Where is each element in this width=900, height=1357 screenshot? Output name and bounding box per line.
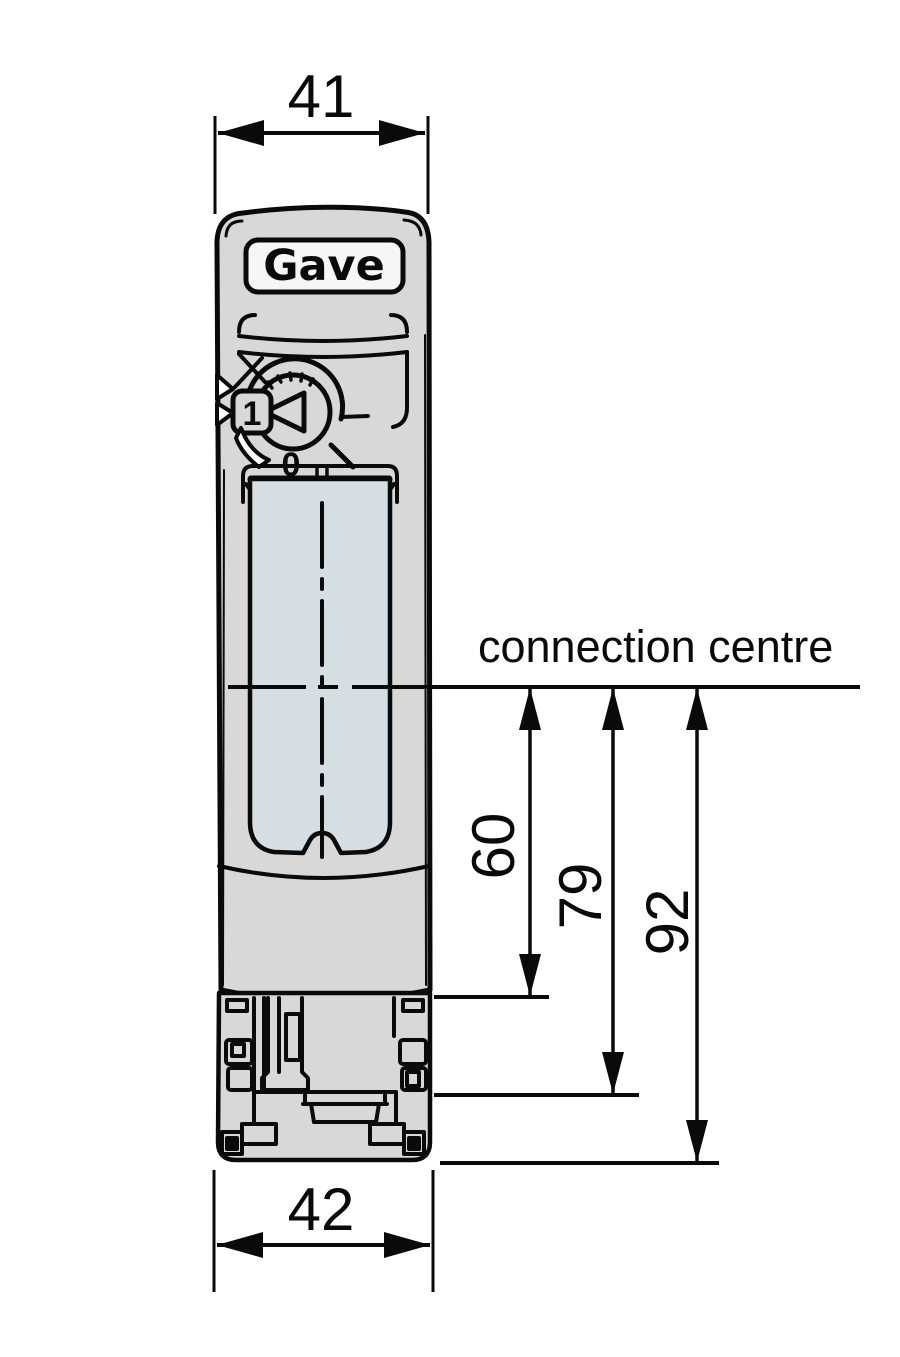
din-clip-right-inner (405, 1070, 421, 1088)
dial-diag-tick (328, 442, 356, 470)
dial-position-1-label: 1 (243, 395, 262, 433)
dial-upper-diag (233, 356, 264, 389)
din-notch-left (225, 998, 249, 1013)
dim-92-label: 92 (634, 889, 701, 956)
latch-chevron-upper (215, 373, 235, 401)
corner-mark-left (224, 219, 244, 238)
brand-logo-label: Gave (263, 241, 385, 291)
ridge-corner-left (237, 313, 257, 334)
arrowhead-79-up (602, 688, 624, 730)
din-clip-left-upper (224, 1038, 254, 1066)
din-clip-left-inner (230, 1042, 246, 1058)
dim-79-label: 79 (547, 863, 614, 930)
connection-centre-group: connection centre (228, 621, 860, 689)
arrowhead-42-left (217, 1232, 263, 1258)
connection-centre-label: connection centre (478, 621, 833, 672)
dial-knurl-ticks (266, 371, 315, 390)
arrowhead-41-right (379, 120, 425, 146)
din-center-slot (301, 1092, 389, 1124)
inner-wall-right (424, 334, 427, 986)
din-clip-right-upper (398, 1038, 428, 1066)
din-foot-right-inner (407, 1136, 421, 1151)
din-foot-left-inner (225, 1136, 239, 1151)
dial-arc-tick (339, 414, 370, 419)
din-slider-inner (284, 1012, 302, 1062)
dimension-42-group: 42 (212, 1170, 435, 1292)
ridge-line-lower (237, 350, 409, 359)
inner-wall-left (222, 469, 225, 986)
arrowhead-42-right (384, 1232, 430, 1258)
din-block-details (220, 996, 428, 1156)
ridge-hook-right (391, 350, 409, 429)
din-foot-right (402, 1130, 426, 1156)
brand-plate (243, 237, 406, 295)
corner-mark-right (402, 218, 423, 237)
dim-60-label: 60 (460, 813, 527, 880)
dimension-41-group: 41 (213, 63, 430, 214)
din-notch-right (401, 998, 425, 1013)
arrowhead-60-up (519, 688, 541, 730)
dimension-42-label: 42 (288, 1176, 355, 1243)
din-rail-block (215, 990, 433, 1163)
window-frame (241, 464, 399, 504)
arrowhead-60-down (519, 954, 541, 996)
vertical-dimensions-group: 60 79 92 (434, 688, 719, 1165)
din-foot-left (220, 1130, 244, 1156)
din-clip-left-lower (226, 1066, 254, 1092)
arrowhead-79-down (602, 1052, 624, 1094)
ridge-corner-right (389, 313, 409, 334)
ridge-line-upper (237, 334, 409, 343)
dial-outer-arc (247, 356, 346, 422)
dial-pointer (262, 390, 307, 434)
din-clip-right-lower (400, 1066, 428, 1092)
latch-chevron-lower (215, 401, 235, 427)
dimension-41-label: 41 (288, 63, 355, 130)
body-separator-arc (217, 864, 431, 880)
device-group: Gave 1 0 (214, 204, 433, 1163)
arrowhead-92-up (686, 688, 708, 730)
arrowhead-92-down (686, 1120, 708, 1162)
arrowhead-41-left (218, 120, 264, 146)
